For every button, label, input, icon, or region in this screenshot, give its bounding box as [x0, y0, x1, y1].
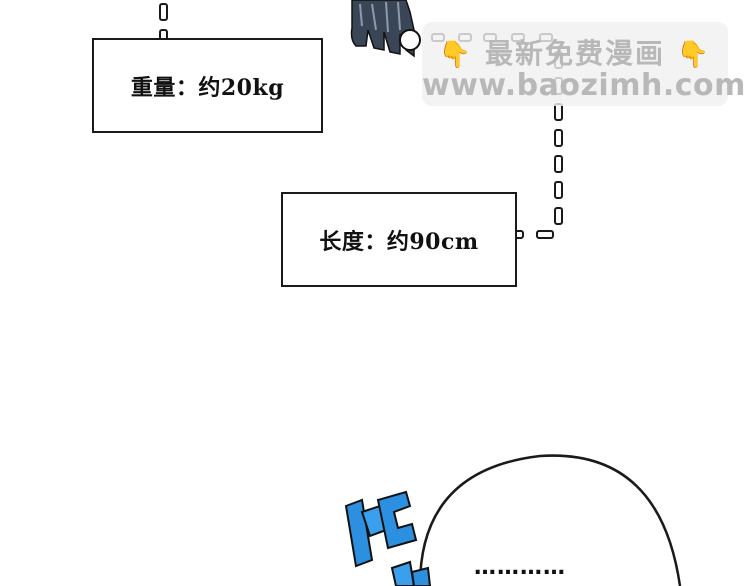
weight-label-box: 重量：约20kg	[92, 38, 323, 133]
pointing-down-hand-icon: 👇	[438, 40, 474, 70]
weight-label: 重量：约20kg	[130, 74, 285, 101]
weight-connector	[159, 3, 168, 41]
sfx-lettering	[344, 490, 432, 586]
watermark-title: 最新免费漫画	[484, 37, 665, 70]
watermark-url: www.baozimh.com	[422, 68, 746, 103]
length-label-box: 长度：约90cm	[281, 192, 517, 287]
pointing-down-hand-icon: 👇	[676, 40, 712, 70]
length-label: 长度：约90cm	[319, 228, 479, 255]
claw-artwork	[350, 0, 421, 58]
watermark-title-line: 👇 最新免费漫画 👇	[422, 32, 728, 72]
site-watermark: 👇 最新免费漫画 👇 www.baozimh.com	[422, 22, 746, 106]
speech-bubble-text: …………	[474, 555, 566, 580]
speech-bubble	[418, 454, 682, 586]
